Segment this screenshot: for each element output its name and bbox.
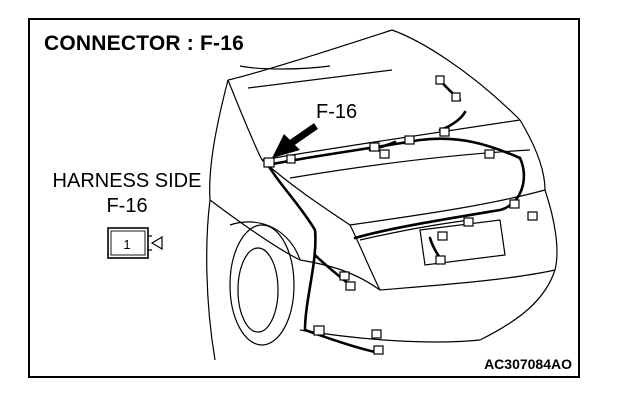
trunk-right-edge [519, 119, 546, 191]
connector-latch-icon [150, 235, 163, 251]
harness-trunk-lower [353, 156, 526, 240]
c-pillar-left [227, 79, 263, 161]
roof-edge [391, 29, 521, 121]
connector-f16-block [263, 157, 275, 168]
f16-pointer-arrow [272, 123, 318, 158]
harness-side-connector-symbol: 1 [107, 227, 163, 259]
diagram-frame [28, 18, 580, 378]
harness-connector-name: F-16 [106, 195, 148, 217]
page-title: CONNECTOR : F-16 [44, 32, 244, 55]
window-lower-edge [261, 119, 521, 161]
harness-side-label: HARNESS SIDE [52, 170, 202, 192]
roof-line [227, 29, 393, 81]
pin-number: 1 [123, 237, 130, 252]
harness-trunk-upper [266, 137, 522, 167]
figure-code: AC307084AO [484, 356, 572, 372]
trunk-rear-edge [349, 189, 546, 226]
harness-left-run [266, 163, 317, 332]
pointer-label: F-16 [316, 101, 358, 123]
